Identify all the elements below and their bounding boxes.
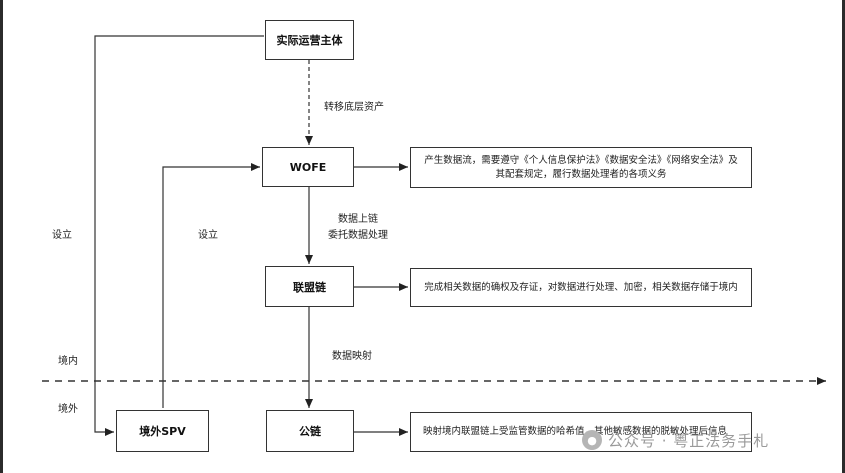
node-consortium-chain: 联盟链: [265, 266, 354, 307]
label-data-onchain-line1: 数据上链: [338, 214, 378, 225]
arrow-operating-to-spv: [94, 35, 264, 436]
node-offshore-spv: 境外SPV: [116, 410, 209, 452]
watermark: ● 公众号 · 粤正法务手札: [582, 427, 769, 453]
label-domestic: 境内: [58, 356, 78, 367]
label-entrust-processing: 委托数据处理: [328, 230, 388, 241]
wechat-icon: ●: [582, 430, 602, 450]
watermark-text: 公众号 · 粤正法务手札: [608, 431, 770, 450]
label-establish-right: 设立: [198, 230, 218, 241]
node-public-chain: 公链: [266, 410, 354, 452]
label-establish-left: 设立: [52, 230, 72, 241]
node-wofe: WOFE: [262, 147, 354, 187]
label-data-onchain: 数据上链 委托数据处理: [316, 212, 400, 244]
label-transfer-assets: 转移底层资产: [324, 102, 384, 113]
note-consortium-chain: 完成相关数据的确权及存证，对数据进行处理、加密，相关数据存储于境内: [410, 268, 752, 307]
label-data-mapping: 数据映射: [332, 351, 372, 362]
note-wofe: 产生数据流，需要遵守《个人信息保护法》《数据安全法》《网络安全法》及其配套规定，…: [410, 147, 752, 188]
label-overseas: 境外: [58, 404, 78, 415]
arrow-spv-to-wofe: [162, 163, 260, 408]
note-public-chain: 映射境内联盟链上受监管数据的哈希值，其他敏感数据的脱敏处理后信息: [410, 412, 752, 452]
node-operating-entity: 实际运营主体: [265, 20, 354, 60]
